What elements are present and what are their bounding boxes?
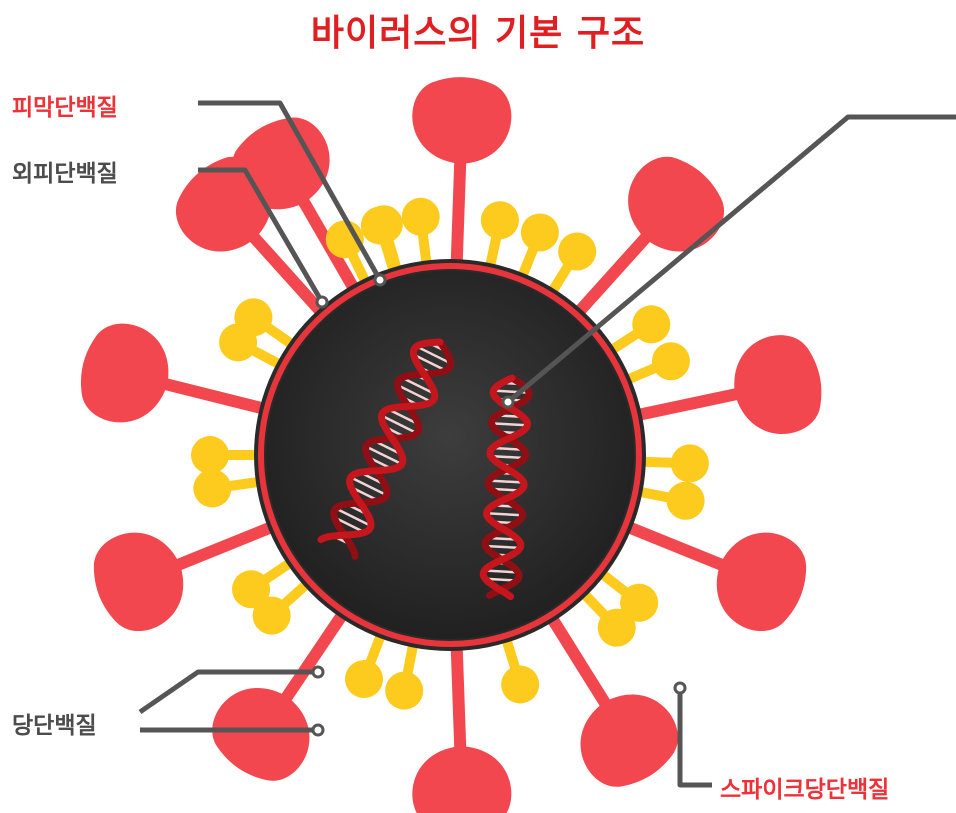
spike-glycoprotein [81,323,277,423]
diagram-title: 바이러스의 기본 구조 [310,13,646,54]
dot-envelope-protein [373,273,387,287]
spike-glycoprotein [175,156,335,326]
rna-strands [317,338,533,601]
label-spike-glycoprotein: 스파이크당단백질 [720,777,890,803]
envelope-membrane [258,263,642,647]
virus-body [254,259,646,651]
spike-glycoprotein [614,516,807,631]
virus-core [266,271,634,639]
spike-glycoprotein [93,516,286,631]
rna-helix-icon [479,374,533,601]
spike-glycoprotein [540,604,678,787]
rna-helix-icon [317,338,455,560]
label-glycoprotein: 당단백질 [12,713,97,739]
leader-rna [506,114,956,404]
dot-glycoprotein-a [311,665,325,679]
dot-glycoprotein-b [311,723,325,737]
leader-spike-glycoprotein [677,688,712,788]
leader-glycoprotein-a [138,669,318,715]
label-outer-protein: 외피단백질 [12,161,118,187]
spike-glycoprotein [412,634,512,813]
leader-lines [138,100,956,788]
dot-rna [501,395,515,409]
leader-envelope-protein [198,100,383,282]
leader-outer-protein [198,167,325,304]
spike-glycoprotein [565,156,725,326]
dot-outer-protein [315,295,329,309]
spike-glycoprotein [212,600,355,781]
spike-glycoprotein [624,335,822,434]
spike-glycoprotein [412,77,512,276]
dot-spike-glycoprotein [673,681,687,695]
leader-dots [311,273,687,737]
label-envelope-protein: 피막단백질 [12,95,118,121]
